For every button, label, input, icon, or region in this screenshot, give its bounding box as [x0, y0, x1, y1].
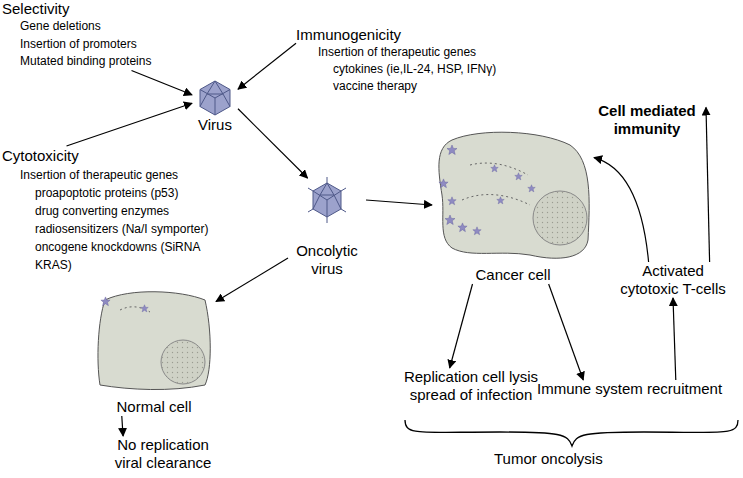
oncolytic-virus-icon [308, 177, 346, 223]
node-label: drug converting enzymes [35, 202, 217, 220]
feature-group: CytotoxicityInsertion of therapeutic gen… [2, 146, 217, 274]
outcome-text: Replication cell lysis spread of infecti… [400, 368, 542, 404]
node-label: Normal cell [92, 398, 216, 416]
arrow-connector [67, 103, 193, 146]
bracket-label: Tumor oncolysis [494, 450, 603, 468]
virus-node: Virus [192, 78, 238, 134]
cell-node: Normal cell [92, 286, 216, 416]
node-label: No replication viral clearance [106, 436, 220, 472]
group-heading: Selectivity [2, 0, 177, 18]
node-label: Immune system recruitment [537, 380, 722, 398]
node-label: proapoptotic proteins (p53) [35, 184, 217, 202]
bracket [405, 420, 738, 446]
arrow-connector [366, 200, 432, 205]
node-label: radiosensitizers (Na/I symporter) [35, 220, 217, 238]
arrow-connector [706, 107, 710, 262]
node-label: Oncolytic virus [288, 242, 366, 278]
node-label: Gene deletions [20, 18, 177, 36]
outcome-text: Activated cytotoxic T-cells [612, 262, 734, 298]
arrow-connector [450, 284, 473, 368]
cancer-cell-drawing [439, 132, 589, 258]
arrow-connector [238, 109, 308, 178]
outcome-text: Cell mediated immunity [588, 102, 706, 138]
node-label: Replication cell lysis spread of infecti… [400, 368, 542, 404]
arrow-connector [238, 43, 296, 89]
node-label: Virus [192, 116, 238, 134]
virus-node: Oncolytic virus [288, 178, 366, 278]
arrow-connector [549, 284, 584, 380]
arrow-connector [122, 416, 123, 436]
node-label: Cancer cell [432, 266, 594, 284]
group-heading: Immunogenicity [296, 26, 546, 44]
node-label: Insertion of therapeutic genes [20, 166, 217, 184]
feature-group: ImmunogenicityInsertion of therapeutic g… [296, 26, 546, 95]
normal-cell-drawing [98, 292, 210, 390]
arrow-connector [673, 298, 676, 380]
node-label: Insertion of therapeutic genes [318, 44, 546, 61]
arrow-connector [594, 158, 649, 262]
node-label: vaccine therapy [333, 78, 546, 95]
arrow-connector [216, 258, 288, 302]
arrow-connector [132, 71, 193, 95]
outcome-text: No replication viral clearance [106, 436, 220, 472]
node-label: Activated cytotoxic T-cells [612, 262, 734, 298]
node-label: Cell mediated immunity [588, 102, 706, 138]
node-label: Insertion of promoters [20, 36, 177, 54]
group-heading: Cytotoxicity [2, 146, 217, 166]
feature-group: SelectivityGene deletionsInsertion of pr… [2, 0, 177, 71]
node-label: Mutated binding proteins [20, 53, 177, 71]
node-label: oncogene knockdowns (SiRNA KRAS) [35, 238, 217, 274]
outcome-text: Immune system recruitment [537, 380, 722, 398]
cell-node: Cancer cell [432, 126, 594, 284]
node-label: cytokines (ie,IL-24, HSP, IFNγ) [333, 61, 546, 78]
virus-icon [200, 81, 230, 115]
